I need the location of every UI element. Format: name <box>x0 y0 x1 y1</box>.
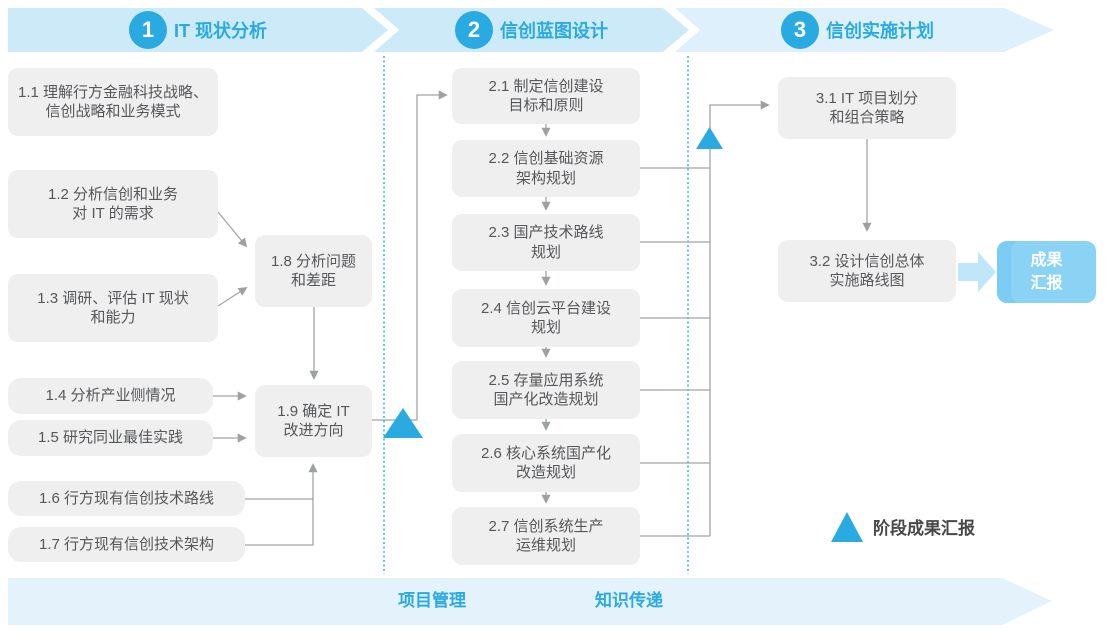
footer-project-management-label: 项目管理 <box>398 591 466 610</box>
task-box-1-3: 1.3 调研、评估 IT 现状 和能力 <box>8 274 218 342</box>
task-box-1-2: 1.2 分析信创和业务 对 IT 的需求 <box>8 170 218 238</box>
task-box-2-3: 2.3 国产技术路线 规划 <box>452 214 640 271</box>
task-box-2-2: 2.2 信创基础资源 架构规划 <box>452 140 640 197</box>
task-box-1-4: 1.4 分析产业侧情况 <box>8 378 213 414</box>
legend-milestone-label: 阶段成果汇报 <box>873 519 975 538</box>
task-box-2-7: 2.7 信创系统生产 运维规划 <box>452 507 640 565</box>
footer-band <box>8 578 1052 625</box>
milestone-triangle-phase1 <box>383 408 423 438</box>
result-report-box: 成果 汇报 <box>997 241 1096 303</box>
phase2-band <box>374 8 689 52</box>
connectors <box>213 90 872 546</box>
phase3-title: 信创实施计划 <box>826 21 934 41</box>
task-box-2-4: 2.4 信创云平台建设 规划 <box>452 289 640 347</box>
connector-1-7-to-1-9 <box>245 463 318 546</box>
task-box-2-5: 2.5 存量应用系统 国产化改造规划 <box>452 361 640 419</box>
connector-trunk-to-3-1 <box>709 100 770 536</box>
task-box-2-1: 2.1 制定信创建设 目标和原则 <box>452 68 640 124</box>
task-box-3-2: 3.2 设计信创总体 实施路线图 <box>778 240 956 302</box>
connector-1-2-to-1-8 <box>217 211 248 248</box>
phase1-band <box>8 8 388 52</box>
phase3-band <box>675 8 1054 52</box>
connector-1-3-to-1-8 <box>217 287 248 307</box>
task-box-1-1: 1.1 理解行方金融科技战略、 信创战略和业务模式 <box>8 68 218 136</box>
phase2-title: 信创蓝图设计 <box>500 21 608 41</box>
phase2-number-badge: 2 <box>455 11 493 49</box>
task-box-1-7: 1.7 行方现有信创技术架构 <box>8 527 245 562</box>
result-fat-arrow-icon <box>958 252 996 292</box>
task-box-1-5: 1.5 研究同业最佳实践 <box>8 420 213 456</box>
phase1-title: IT 现状分析 <box>174 21 267 41</box>
task-box-3-1: 3.1 IT 项目划分 和组合策略 <box>778 77 956 139</box>
task-box-2-6: 2.6 核心系统国产化 改造规划 <box>452 434 640 492</box>
task-box-1-6: 1.6 行方现有信创技术路线 <box>8 481 245 516</box>
phase3-number-badge: 3 <box>781 11 819 49</box>
task-box-1-9: 1.9 确定 IT 改进方向 <box>255 385 372 457</box>
phase1-number-badge: 1 <box>129 11 167 49</box>
connector-1-9-to-2-1 <box>372 90 448 421</box>
footer-knowledge-transfer-label: 知识传递 <box>595 591 663 610</box>
milestone-triangle-phase2 <box>696 127 723 149</box>
task-box-1-8: 1.8 分析问题 和差距 <box>255 235 372 307</box>
legend-triangle-icon <box>831 512 863 542</box>
